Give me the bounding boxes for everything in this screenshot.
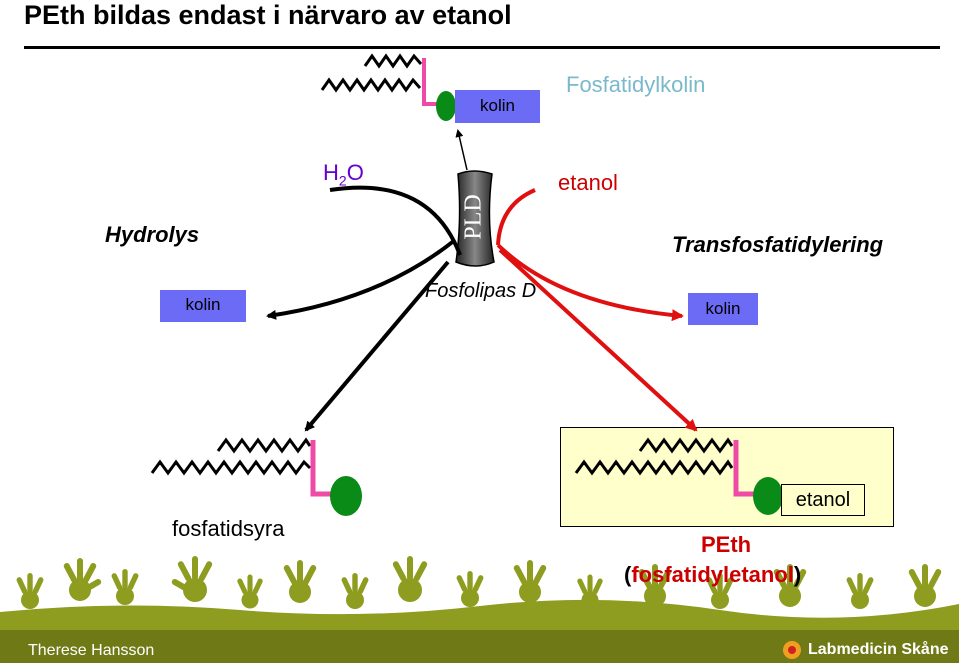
water-base: H <box>323 160 339 185</box>
right-choline-box <box>688 293 758 325</box>
peth-paren-open: ( <box>624 562 632 587</box>
right-choline-label: kolin <box>705 299 741 318</box>
peth-molecule <box>574 437 783 515</box>
phosphatidic-acid-label: fosfatidsyra <box>172 516 285 541</box>
water-tail: O <box>346 160 364 185</box>
peth-formation-arrow <box>498 248 698 432</box>
ethanol-label: etanol <box>558 170 618 195</box>
logo-mark-icon <box>783 641 801 659</box>
organization-logo: Labmedicin Skåne <box>808 641 949 658</box>
water-subscript: 2 <box>338 172 347 189</box>
ethanol-incoming-curve <box>496 188 536 246</box>
author-credit: Therese Hansson <box>28 642 155 659</box>
phosphate-head <box>436 91 456 121</box>
phosphatidic-acid-molecule <box>150 437 362 516</box>
fatty-acid-chain-upper <box>363 53 423 69</box>
peth-full-name: (fosfatidyletanol) <box>624 562 801 588</box>
fatty-acid-chain-upper <box>216 437 312 454</box>
pld-to-substrate-arrow <box>455 129 468 171</box>
grass-ground-dark <box>0 630 959 663</box>
page-title: PEth bildas endast i närvaro av etanol <box>24 0 512 30</box>
phosphatidylcholine-label: Fosfatidylkolin <box>566 72 706 97</box>
peth-ethanol-head-box: etanol <box>781 484 865 516</box>
peth-paren-close: ) <box>793 562 802 587</box>
left-choline-box <box>160 290 246 322</box>
choline-release-arrow-left <box>266 238 457 320</box>
enzyme-name: Fosfolipas D <box>425 280 537 302</box>
phosphate-head <box>753 477 783 515</box>
water-incoming-curve <box>329 185 462 256</box>
hydrolysis-label: Hydrolys <box>105 222 200 247</box>
top-choline-label: kolin <box>480 96 515 115</box>
hand-silhouette-icon <box>16 556 942 609</box>
peth-abbrev: PEth <box>701 532 752 557</box>
fatty-acid-chain-lower <box>150 459 312 476</box>
phosphatidylcholine-molecule <box>320 53 540 123</box>
fatty-acid-chain-lower <box>574 459 734 476</box>
fatty-acid-chain-upper <box>638 437 734 454</box>
choline-head-box <box>455 90 540 123</box>
fatty-acid-chain-lower <box>320 77 422 93</box>
peth-name: fosfatidyletanol <box>631 562 794 587</box>
enzyme-capsule-icon <box>455 170 495 267</box>
left-choline-label: kolin <box>185 295 221 314</box>
title-underline <box>24 46 940 49</box>
pld-abbrev: PLD <box>460 194 487 240</box>
water-label: H2O <box>323 160 364 188</box>
transphosphatidylation-label: Transfosfatidylering <box>672 232 884 257</box>
glycerol-linker <box>733 440 756 497</box>
glycerol-linker <box>422 58 440 106</box>
phosphate-head <box>330 476 362 516</box>
glycerol-linker <box>310 440 334 497</box>
choline-release-arrow-right <box>496 243 684 322</box>
phosphatidic-acid-arrow <box>304 260 450 432</box>
